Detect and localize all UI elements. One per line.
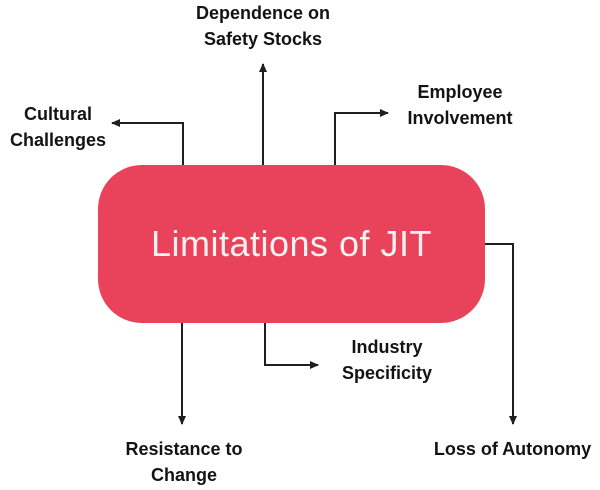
label-dependence-on-safety-stocks: Dependence on Safety Stocks (195, 3, 331, 49)
label-cultural-challenges: Cultural Challenges (9, 104, 107, 150)
connector-cultural-challenges (111, 119, 184, 165)
label-employee-involvement: Employee Involvement (407, 82, 513, 128)
connector-loss-of-autonomy (485, 243, 517, 425)
connector-employee-involvement (334, 109, 389, 165)
label-resistance-to-change: Resistance to Change (125, 439, 243, 485)
central-node: Limitations of JIT (98, 165, 485, 323)
label-industry-specificity: Industry Specificity (341, 337, 433, 383)
central-node-title: Limitations of JIT (150, 223, 433, 264)
connector-industry-specificity (264, 323, 319, 369)
label-loss-of-autonomy: Loss of Autonomy (433, 439, 592, 459)
